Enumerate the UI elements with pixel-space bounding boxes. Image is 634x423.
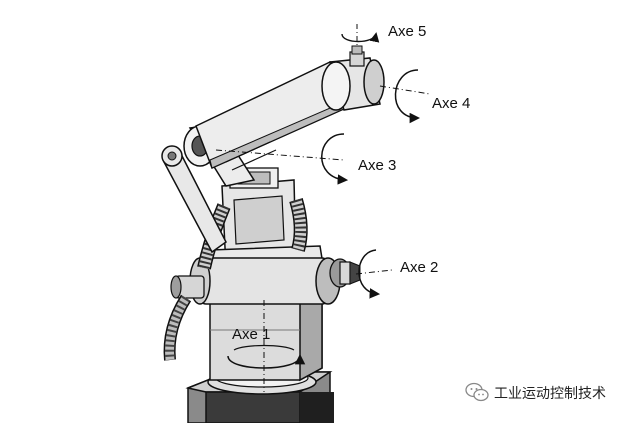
label-axe2: Axe 2 [400,259,438,276]
linkage-rod [161,145,227,254]
hose-left [163,294,192,361]
label-axe1: Axe 1 [232,326,270,343]
axe3-rotation [215,133,349,185]
wechat-icon [465,382,489,402]
axe2-hub [170,257,361,305]
wrist [321,45,385,111]
label-axe3: Axe 3 [358,157,396,174]
spring-right [289,197,308,252]
watermark-text: 工业运动控制技术 [494,386,606,402]
axe5-rotation [341,24,380,48]
axe2-rotation [355,249,393,299]
axe4-rotation [379,69,431,124]
axe1-rotation [227,300,306,392]
label-axe4: Axe 4 [432,95,470,112]
label-axe5: Axe 5 [388,23,426,40]
